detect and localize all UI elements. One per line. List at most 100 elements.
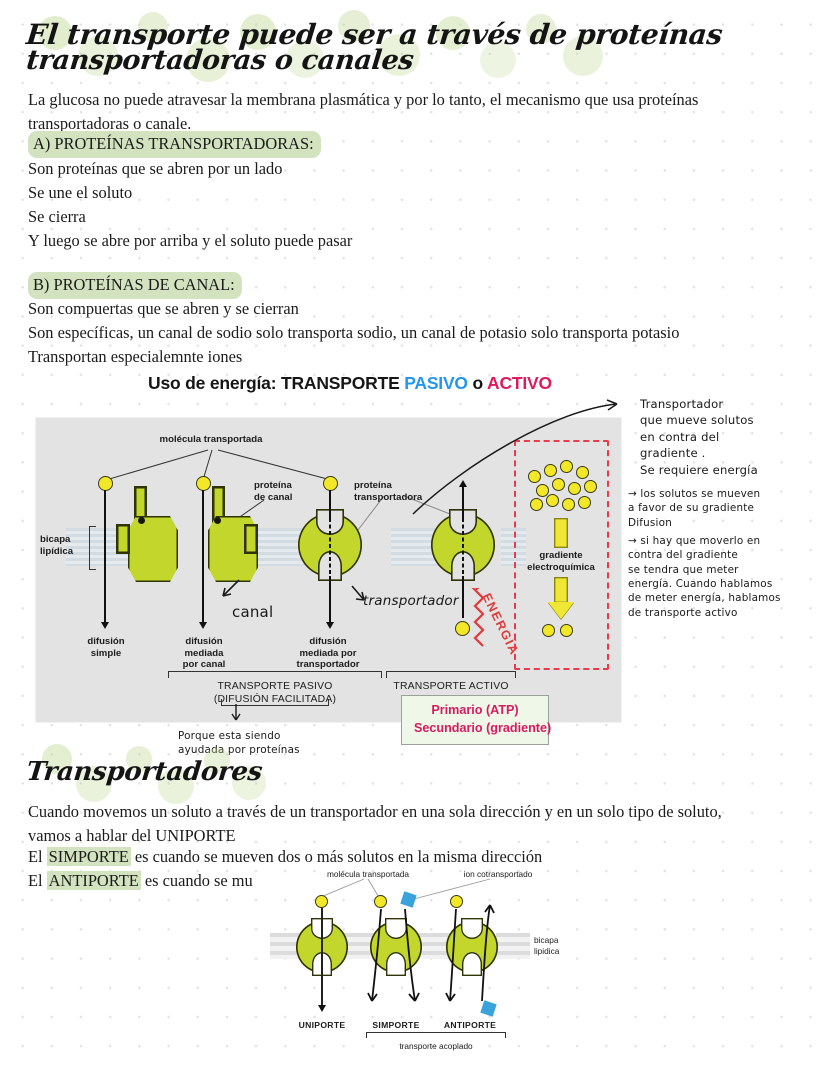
handwritten-transportador: transportador — [363, 593, 459, 609]
arrow-line-transporter-bottom — [329, 576, 331, 625]
gradient-molecule — [578, 496, 591, 509]
fig2-ion-simporte — [400, 891, 417, 908]
molecula-transportada-label: molécula transportada — [159, 434, 263, 445]
arrow-head-channel — [198, 622, 207, 629]
simporte-term: SIMPORTE — [46, 847, 131, 866]
gradiente-electroquimica-box: gradiente electroquímica — [514, 440, 609, 670]
energy-heading-activo: ACTIVO — [487, 373, 552, 393]
section-a-line-2: Se cierra — [28, 207, 86, 226]
transporte-pasivo-bracket — [168, 671, 382, 678]
fig2-bicapa-label: bicapa lipidica — [534, 935, 560, 956]
channel-flap-left — [116, 524, 130, 554]
transporte-activo-bracket — [386, 671, 516, 678]
transporte-pasivo-bracket-bottom — [221, 699, 329, 706]
difusion-simple-label: difusión simple — [87, 636, 125, 659]
gradient-molecule-bottom — [542, 624, 555, 637]
gradient-molecule — [546, 494, 559, 507]
fig2-bilayer-2 — [344, 933, 374, 959]
fig2-acoplado-bracket — [366, 1032, 506, 1038]
fig2-molecule-simporte — [374, 895, 387, 908]
page-title-line2: transportadoras o canales — [24, 45, 416, 77]
channel-hinge-right — [214, 517, 221, 524]
fig2-molecule-antiporte — [450, 895, 463, 908]
gradient-molecule — [544, 464, 557, 477]
handwritten-note-transporte-activo: → si hay que moverlo en contra del gradi… — [628, 535, 781, 619]
arrow-line-simple — [104, 490, 106, 625]
energy-heading-conj: o — [467, 373, 488, 393]
transporter-dotted-path — [328, 518, 331, 576]
molecule-simple-diffusion — [98, 476, 113, 491]
fig2-ion-label: ion cotransportado — [463, 869, 533, 879]
bicapa-bracket — [89, 526, 96, 570]
energy-heading-prefix: Uso de energía: TRANSPORTE — [148, 373, 405, 393]
transportadores-paragraph-2: El SIMPORTE es cuando se mueven dos o má… — [28, 845, 763, 869]
channel-hinge-left — [138, 517, 145, 524]
bilayer-strip-right — [501, 528, 526, 566]
fig2-antiporte-label: ANTIPORTE — [443, 1020, 497, 1030]
section-a-line-0: Son proteínas que se abren por un lado — [28, 159, 283, 178]
fig2-ion-antiporte — [480, 1000, 497, 1017]
fig2-transporter-antiporte — [446, 918, 498, 976]
fig2-bilayer-4 — [496, 933, 530, 959]
arrow-line-transporter-top — [329, 490, 331, 518]
arrow-head-simple — [100, 622, 109, 629]
gradient-arrow-stem-upper — [554, 518, 568, 548]
gradient-arrow-head — [548, 602, 574, 619]
antiporte-prefix: El — [28, 871, 47, 890]
arrow-line-active-bottom — [462, 576, 464, 618]
gradient-molecule — [530, 498, 543, 511]
arrow-line-active-top — [462, 486, 464, 518]
section-b-heading-wrap: B) PROTEÍNAS DE CANAL: — [28, 272, 242, 299]
arrow-head-transporter — [325, 622, 334, 629]
energy-heading-pasivo: PASIVO — [404, 373, 468, 393]
antiporte-suffix: es cuando se mu — [140, 871, 253, 890]
primario-atp-label: Primario (ATP) — [431, 703, 519, 717]
gradient-molecule — [552, 478, 565, 491]
arrow-head-active — [458, 480, 467, 487]
transportadores-paragraph-3: El ANTIPORTE es cuando se mu — [28, 869, 763, 893]
molecule-transporter-diffusion — [323, 476, 338, 491]
intro-paragraph: La glucosa no puede atravesar la membran… — [28, 90, 699, 133]
gradient-molecule — [562, 498, 575, 511]
section-a-heading: A) PROTEÍNAS TRANSPORTADORAS: — [28, 131, 321, 158]
antiporte-term: ANTIPORTE — [46, 871, 141, 890]
simporte-suffix: es cuando se mueven dos o más solutos en… — [130, 847, 543, 866]
handwritten-canal: canal — [232, 603, 274, 621]
arrow-line-channel — [202, 490, 204, 625]
simporte-prefix: El — [28, 847, 47, 866]
molecule-channel-diffusion — [196, 476, 211, 491]
transporter-active-dotted-path — [461, 518, 464, 576]
fig2-acoplado-label: transporte acoplado — [399, 1041, 473, 1051]
section-b-line-0: Son compuertas que se abren y se cierran — [28, 299, 299, 318]
gradient-arrow-stem-lower — [554, 577, 568, 603]
transporte-activo-label: TRANSPORTE ACTIVO — [393, 681, 509, 692]
transportadores-title-block: Transportadores — [24, 744, 288, 804]
section-b-line-2: Transportan especialemnte iones — [28, 347, 243, 366]
gradient-molecule-bottom — [560, 624, 573, 637]
transportadores-paragraph-1: Cuando movemos un soluto a través de un … — [28, 802, 722, 845]
fig2-anti-cleft-bot — [462, 952, 482, 976]
proteina-de-canal-label: proteína de canal — [254, 480, 293, 503]
energy-heading: Uso de energía: TRANSPORTE PASIVO o ACTI… — [0, 373, 700, 394]
fig2-molecula-label: molécula transportada — [326, 869, 410, 879]
fig2-sim-cleft-bot — [386, 952, 406, 976]
channel-body-left — [128, 516, 178, 582]
fig2-anti-cleft-top — [461, 918, 483, 939]
transportadores-title: Transportadores — [24, 757, 264, 787]
handwritten-note-transportador-contra-gradiente: Transportador que mueve solutos en contr… — [640, 397, 758, 477]
bicapa-lipidica-label: bicapa lipídica — [40, 534, 74, 557]
fig2-bilayer-3 — [418, 933, 450, 959]
fig2-uniporte-label: UNIPORTE — [298, 1020, 346, 1030]
gradiente-electroquimica-label: gradiente electroquímica — [527, 550, 595, 573]
fig2-simporte-label: SIMPORTE — [372, 1020, 420, 1030]
handwritten-note-difusion: → los solutos se mueven a favor de su gr… — [628, 488, 761, 529]
proteina-transportadora-label: proteína transportadora — [354, 480, 423, 503]
gradient-molecule — [560, 460, 573, 473]
transportadores-diagram: molécula transportada ion cotransportado… — [268, 865, 588, 1065]
page-title-block: El transporte puede ser a través de prot… — [24, 10, 728, 82]
gradient-molecule — [528, 470, 541, 483]
fig2-uniporte-arrow-head — [317, 1005, 326, 1012]
fig2-sim-cleft-top — [385, 918, 407, 939]
difusion-canal-label: difusión mediada por canal — [182, 636, 226, 671]
section-a-heading-wrap: A) PROTEÍNAS TRANSPORTADORAS: — [28, 131, 321, 158]
